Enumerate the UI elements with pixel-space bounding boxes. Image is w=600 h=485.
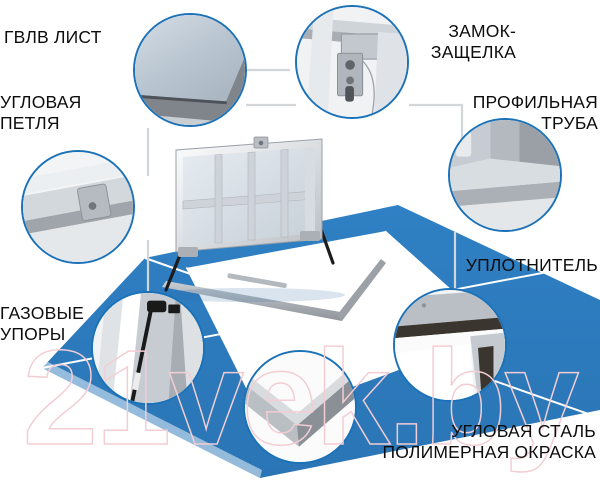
label-gas-struts: ГАЗОВЫЕ УПОРЫ [0,303,85,345]
corner-hinge-closeup[interactable] [21,150,135,264]
gvlv-sheet-closeup[interactable] [133,13,247,127]
label-gvlv-sheet: ГВЛВ ЛИСТ [4,27,102,47]
gas-struts-closeup[interactable] [91,291,205,405]
label-corner-steel: УГЛОВАЯ СТАЛЬ ПОЛИМЕРНАЯ ОКРАСКА [382,421,596,463]
label-profile-tube: ПРОФИЛЬНАЯ ТРУБА [472,92,598,134]
label-seal: УПЛОТНИТЕЛЬ [465,255,598,275]
hatch-product-illustration [155,136,386,321]
corner-steel-closeup[interactable] [243,350,357,464]
profile-tube-closeup[interactable] [448,118,562,232]
label-corner-hinge: УГЛОВАЯ ПЕТЛЯ [0,92,82,134]
latch-lock-closeup[interactable] [295,5,409,119]
label-latch-lock: ЗАМОК- ЗАЩЕЛКА [430,21,516,63]
seal-closeup[interactable] [393,288,507,402]
